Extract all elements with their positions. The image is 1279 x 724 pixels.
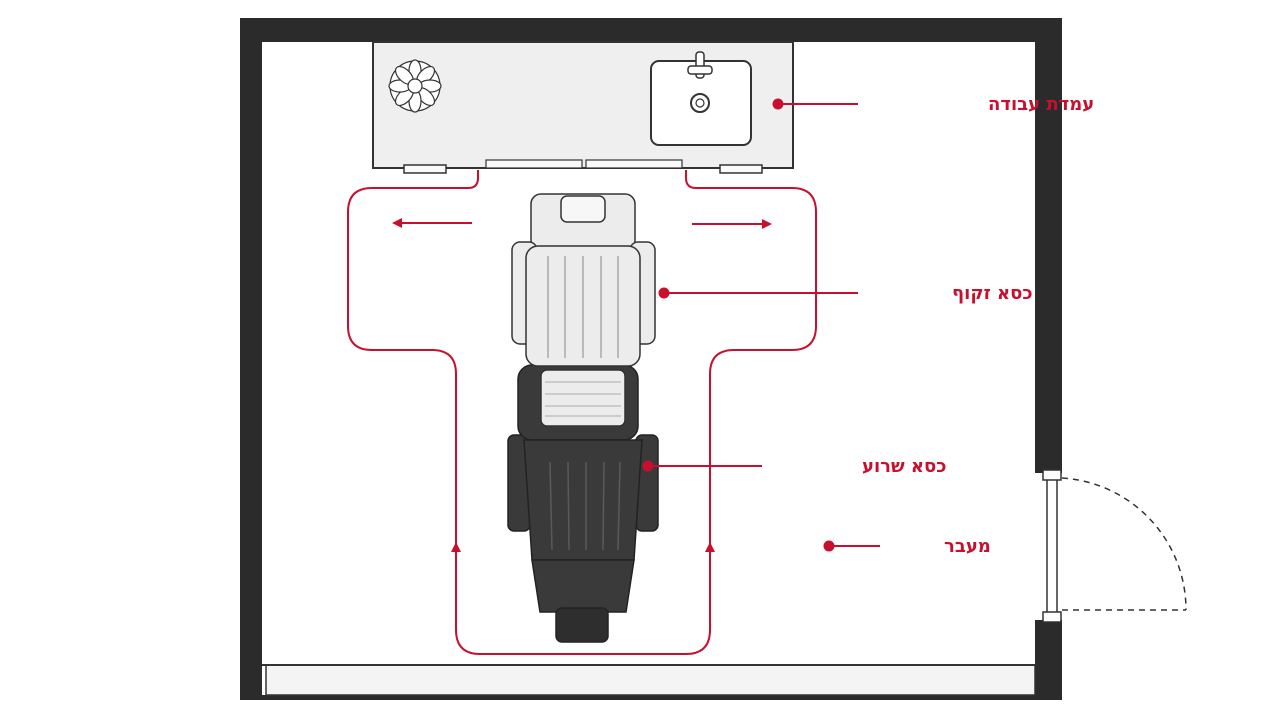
door-swing-icon bbox=[1061, 477, 1187, 611]
bottom-bench bbox=[265, 664, 1036, 696]
label-leaders bbox=[642, 98, 880, 552]
wall-left bbox=[240, 18, 262, 698]
circulation-path bbox=[347, 170, 817, 655]
label-upright-chair: כסא זקוף bbox=[952, 283, 1033, 304]
wall-top bbox=[240, 18, 1062, 42]
workstation-counter bbox=[372, 41, 794, 174]
sink-icon bbox=[650, 51, 752, 146]
label-reclined-chair: כסא שרוע bbox=[862, 456, 946, 477]
upright-chair bbox=[511, 193, 656, 427]
wall-right-upper bbox=[1035, 18, 1062, 473]
door[interactable] bbox=[1042, 469, 1187, 623]
label-workstation: עמדת עבודה bbox=[988, 94, 1094, 115]
flower-icon bbox=[388, 59, 442, 113]
wall-bottom bbox=[240, 695, 1062, 700]
label-passage: מעבר bbox=[944, 536, 991, 557]
wall-right-lower bbox=[1035, 620, 1062, 700]
